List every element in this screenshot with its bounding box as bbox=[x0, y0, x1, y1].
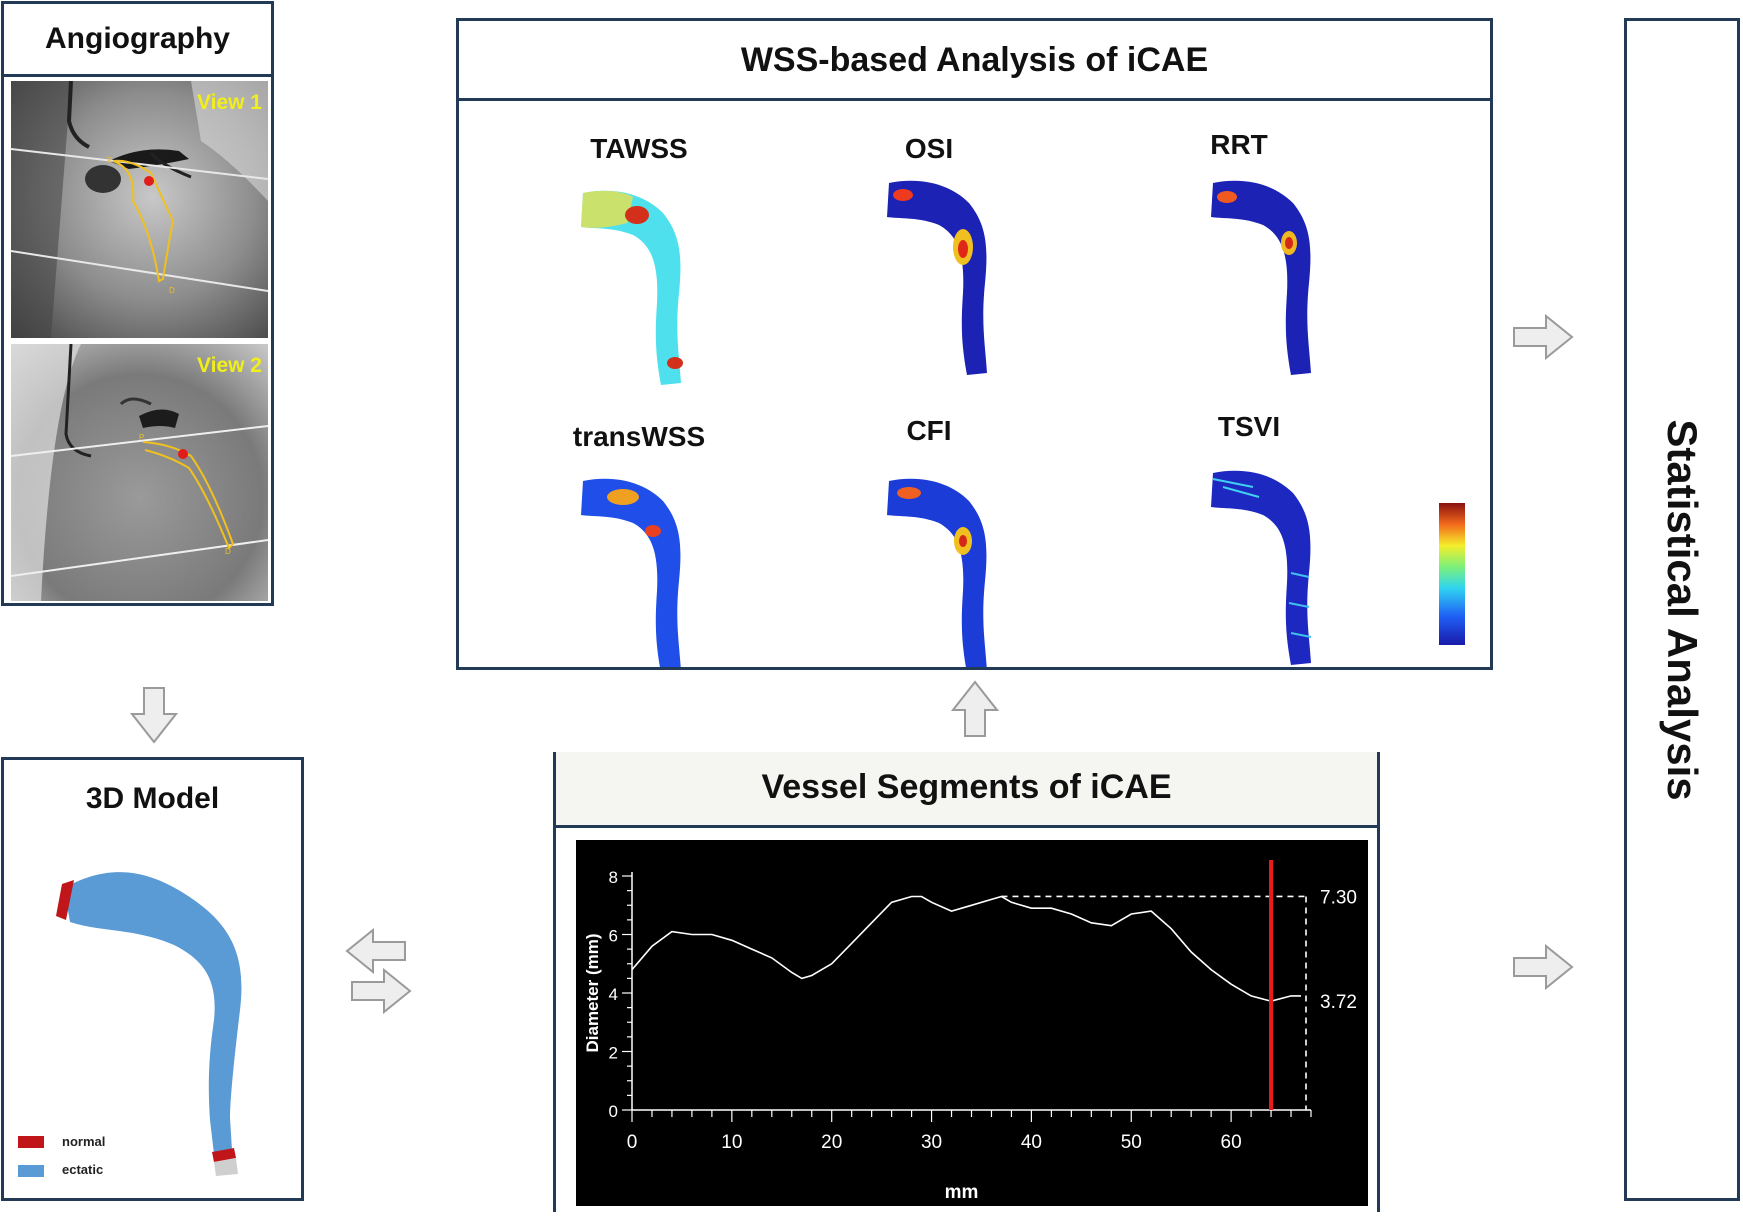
view-1-label: View 1 bbox=[197, 91, 262, 114]
wss-map-label-osi: OSI bbox=[904, 133, 954, 164]
arrow-right-to-stats-bottom-icon bbox=[1513, 944, 1574, 990]
view-2-d-marker: D bbox=[225, 547, 231, 556]
x-tick-label: 60 bbox=[1221, 1132, 1242, 1153]
angiography-title-bar bbox=[4, 4, 271, 77]
y-tick-label: 6 bbox=[609, 927, 618, 946]
model-3d-panel: 3D Model normal ectatic bbox=[1, 757, 304, 1201]
wss-maps bbox=[581, 180, 1465, 667]
vessel-segments-title: Vessel Segments of iCAE bbox=[761, 768, 1172, 806]
legend-normal-swatch bbox=[18, 1136, 44, 1148]
y-tick-label: 2 bbox=[609, 1044, 618, 1063]
angiography-panel: Angiography P D View 1 bbox=[1, 1, 274, 606]
vessel-segments-panel: Vessel Segments of iCAE 0 10 20 30 40 50 60 0 2 4… bbox=[553, 752, 1380, 1212]
view-1-p-marker: P bbox=[107, 156, 112, 165]
x-tick-label: 0 bbox=[627, 1132, 638, 1153]
x-tick-label: 30 bbox=[921, 1132, 942, 1153]
legend-ectatic-label: ectatic bbox=[62, 1162, 104, 1177]
legend-normal-label: normal bbox=[62, 1134, 106, 1149]
cfi-map bbox=[887, 478, 987, 667]
arrow-down-icon bbox=[130, 687, 178, 744]
arrow-right-icon bbox=[351, 968, 412, 1014]
y-tick-label: 4 bbox=[609, 985, 618, 1004]
wss-title-bar bbox=[459, 21, 1490, 101]
arrow-right-to-stats-top-icon bbox=[1513, 314, 1574, 360]
x-tick-label: 20 bbox=[821, 1132, 842, 1153]
y-axis-label: Diameter (mm) bbox=[583, 933, 602, 1052]
view-1-d-marker: D bbox=[169, 286, 175, 295]
statistical-analysis-panel: Statistical Analysis bbox=[1624, 18, 1740, 1201]
vessel-segments-title-bar bbox=[556, 752, 1377, 828]
angiography-title: Angiography bbox=[45, 22, 230, 55]
transwss-map bbox=[581, 478, 681, 667]
wss-map-label-transwss: transWSS bbox=[572, 421, 706, 452]
view-2-p-marker: P bbox=[139, 433, 144, 442]
wss-map-label-rrt: RRT bbox=[1210, 129, 1268, 160]
model-3d-title: 3D Model bbox=[85, 782, 220, 815]
x-tick-label: 10 bbox=[721, 1132, 742, 1153]
wss-title: WSS-based Analysis of iCAE bbox=[740, 41, 1209, 79]
vessel-3d-model bbox=[56, 872, 242, 1176]
x-tick-label: 50 bbox=[1121, 1132, 1142, 1153]
osi-map bbox=[887, 180, 987, 375]
color-scale-bar bbox=[1439, 503, 1465, 645]
wss-map-label-tsvi: TSVI bbox=[1217, 411, 1281, 442]
tawss-map bbox=[581, 190, 683, 385]
max-diameter-label: 7.30 bbox=[1320, 887, 1357, 908]
angiography-view-1-image: P D View 1 bbox=[11, 81, 268, 338]
rrt-map bbox=[1211, 180, 1311, 375]
arrow-up-icon bbox=[951, 680, 999, 737]
y-tick-label: 8 bbox=[609, 868, 618, 887]
min-diameter-label: 3.72 bbox=[1320, 992, 1357, 1013]
diameter-series-line bbox=[631, 895, 1301, 1003]
statistical-analysis-title: Statistical Analysis bbox=[1659, 418, 1706, 801]
legend-ectatic-swatch bbox=[18, 1165, 44, 1177]
diameter-chart: 0 10 20 30 40 50 60 0 2 4 6 8 mm Diameter (mm) 7.30 3.7… bbox=[576, 840, 1368, 1206]
tsvi-map bbox=[1211, 470, 1312, 665]
wss-analysis-panel: WSS-based Analysis of iCAE TAWSS OSI RRT… bbox=[456, 18, 1493, 670]
wss-map-label-tawss: TAWSS bbox=[590, 133, 688, 164]
angiography-view-2-image: P D View 2 bbox=[11, 344, 268, 601]
x-tick-label: 40 bbox=[1021, 1132, 1042, 1153]
y-tick-label: 0 bbox=[609, 1102, 618, 1121]
wss-map-label-cfi: CFI bbox=[906, 415, 952, 446]
view-2-label: View 2 bbox=[197, 354, 262, 377]
arrow-left-icon bbox=[345, 928, 406, 974]
x-axis-label: mm bbox=[945, 1182, 979, 1203]
